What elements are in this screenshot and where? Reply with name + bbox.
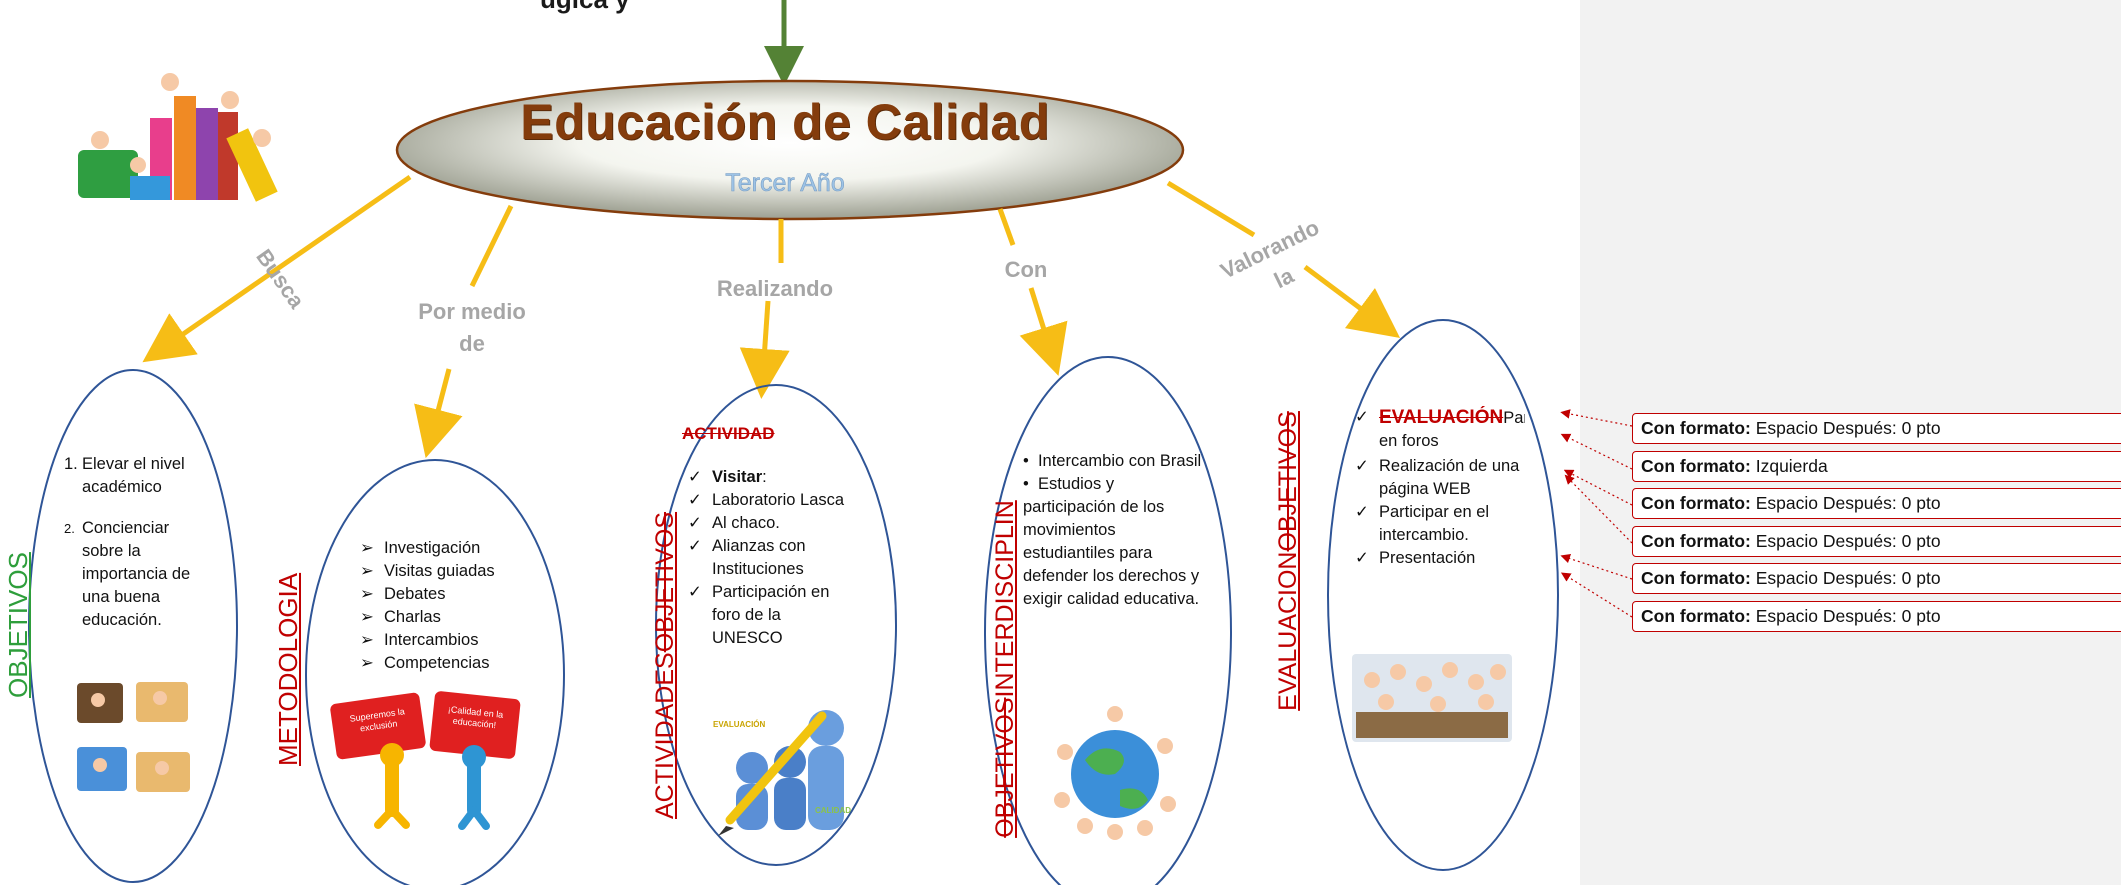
arrow-por-medio-top xyxy=(469,204,514,288)
arrow-bullet-icon: ➢ xyxy=(360,654,374,672)
evaluation-picture xyxy=(718,710,844,836)
main-title: Educación de Calidad xyxy=(520,94,1050,150)
connector-realizando: Realizando xyxy=(716,276,834,301)
check-icon: ✓ xyxy=(688,468,702,486)
arrow-valorando-top xyxy=(1166,180,1256,238)
format-comment[interactable]: Con formato: Izquierda xyxy=(1632,451,2121,482)
objetivos-list: 1.Elevar el nivel académico 2.Conciencia… xyxy=(64,453,214,632)
comment-leader-5 xyxy=(1560,553,1633,580)
metodologia-item: ➢Investigación xyxy=(360,537,550,560)
label-evaluacion: EVALUACIONOBJETIVOS xyxy=(1274,411,1302,711)
metodologia-item: ➢Charlas xyxy=(360,606,550,629)
arrow-por-medio xyxy=(414,368,463,459)
classroom-picture xyxy=(77,682,190,792)
actividad-item: ✓Alianzas con Instituciones xyxy=(688,537,806,578)
metodologia-item: ➢Debates xyxy=(360,583,550,606)
bullet-icon: • xyxy=(1023,475,1029,493)
format-comment[interactable]: Con formato: Espacio Después: 0 pto xyxy=(1632,563,2121,594)
puzzle-picture xyxy=(330,691,521,830)
actividad-item: ✓Visitar: xyxy=(688,466,848,489)
check-icon: ✓ xyxy=(688,491,702,509)
globe-picture xyxy=(1054,706,1176,840)
eval-picture-bottom-text: CALIDAD xyxy=(815,806,851,815)
check-icon: ✓ xyxy=(1355,549,1369,567)
main-ellipse xyxy=(395,79,1185,221)
connector-por-medio: Por medio de xyxy=(418,299,526,356)
main-subtitle: Tercer Año xyxy=(725,169,845,198)
metodologia-list: ➢Investigación ➢Visitas guiadas ➢Debates… xyxy=(360,537,550,675)
books-picture xyxy=(78,73,278,202)
label-interdisciplin: OBJETIVOSINTERDISCIPLIN xyxy=(991,500,1019,838)
comment-leader-4 xyxy=(1564,474,1633,544)
check-icon: ✓ xyxy=(1355,457,1369,475)
arrow-bullet-icon: ➢ xyxy=(360,585,374,603)
actividad-ellipse xyxy=(655,384,897,866)
connector-arrows xyxy=(142,174,1401,459)
comment-leader-6 xyxy=(1560,572,1633,618)
comment-leader-2 xyxy=(1560,433,1633,470)
label-actividades: ACTIVIDADESOBJETIVOS xyxy=(651,511,679,819)
interdisciplin-list: • Intercambio con Brasil • Estudios y pa… xyxy=(1023,450,1203,611)
evaluacion-item: ✓EVALUACIÓNParticipación en foros xyxy=(1355,407,1525,450)
format-comment[interactable]: Con formato: Espacio Después: 0 pto xyxy=(1632,601,2121,632)
actividad-item: ✓Al chaco. xyxy=(688,512,848,535)
actividad-heading: ACTIVIDAD xyxy=(682,424,775,443)
metodologia-item: ➢Competencias xyxy=(360,652,550,675)
comment-leader-1 xyxy=(1560,409,1633,427)
metodologia-item: ➢Visitas guiadas xyxy=(360,560,550,583)
label-metodologia: METODOLOGIA xyxy=(273,572,303,766)
check-icon: ✓ xyxy=(1355,503,1369,521)
evaluacion-item: ✓Realización de una página WEB xyxy=(1355,457,1520,498)
check-icon: ✓ xyxy=(688,583,702,601)
arrow-bullet-icon: ➢ xyxy=(360,631,374,649)
header-cut-text: ügica y xyxy=(540,0,630,15)
objetivo-item: 1.Elevar el nivel académico xyxy=(64,455,185,496)
actividad-item: ✓Participación en foro de la UNESCO xyxy=(688,583,830,647)
students-picture xyxy=(1352,654,1512,742)
evaluacion-item: ✓Participar en el intercambio. xyxy=(1355,503,1490,544)
format-comment[interactable]: Con formato: Espacio Después: 0 pto xyxy=(1632,413,2121,444)
check-icon: ✓ xyxy=(1355,408,1369,426)
check-icon: ✓ xyxy=(688,514,702,532)
connector-con: Con xyxy=(1004,257,1048,282)
evaluacion-item: ✓Presentación xyxy=(1355,547,1525,570)
arrow-bullet-icon: ➢ xyxy=(360,608,374,626)
arrow-realizando xyxy=(739,300,790,399)
arrow-con-top xyxy=(997,208,1016,246)
evaluacion-ellipse xyxy=(1327,319,1559,871)
objetivo-item: 2.Concienciar sobre la importancia de un… xyxy=(64,519,191,629)
comment-leader-3 xyxy=(1563,469,1633,506)
interdisciplin-item: • Estudios y participación de los movimi… xyxy=(1023,475,1200,608)
interdisciplin-item: • Intercambio con Brasil xyxy=(1023,452,1202,470)
arrow-valorando xyxy=(1303,264,1401,338)
arrow-bullet-icon: ➢ xyxy=(360,562,374,580)
format-comment[interactable]: Con formato: Espacio Después: 0 pto xyxy=(1632,488,2121,519)
eval-picture-top-text: EVALUACIÓN xyxy=(713,720,766,729)
arrow-bullet-icon: ➢ xyxy=(360,539,374,557)
metodologia-item: ➢Intercambios xyxy=(360,629,550,652)
check-icon: ✓ xyxy=(688,537,702,555)
actividad-item: ✓Laboratorio Lasca xyxy=(688,489,848,512)
format-comment[interactable]: Con formato: Espacio Después: 0 pto xyxy=(1632,526,2121,557)
evaluacion-list: ✓EVALUACIÓNParticipación en foros ✓Reali… xyxy=(1355,406,1525,616)
interdisciplin-ellipse xyxy=(984,356,1232,885)
objetivos-ellipse xyxy=(28,369,238,883)
label-objetivos: OBJETIVOS xyxy=(3,552,33,698)
arrow-busca xyxy=(142,174,412,363)
metodologia-ellipse xyxy=(305,459,565,885)
bullet-icon: • xyxy=(1023,452,1029,470)
arrow-con xyxy=(1019,287,1068,376)
actividad-list: ✓Visitar: ✓Laboratorio Lasca ✓Al chaco. … xyxy=(688,466,848,650)
